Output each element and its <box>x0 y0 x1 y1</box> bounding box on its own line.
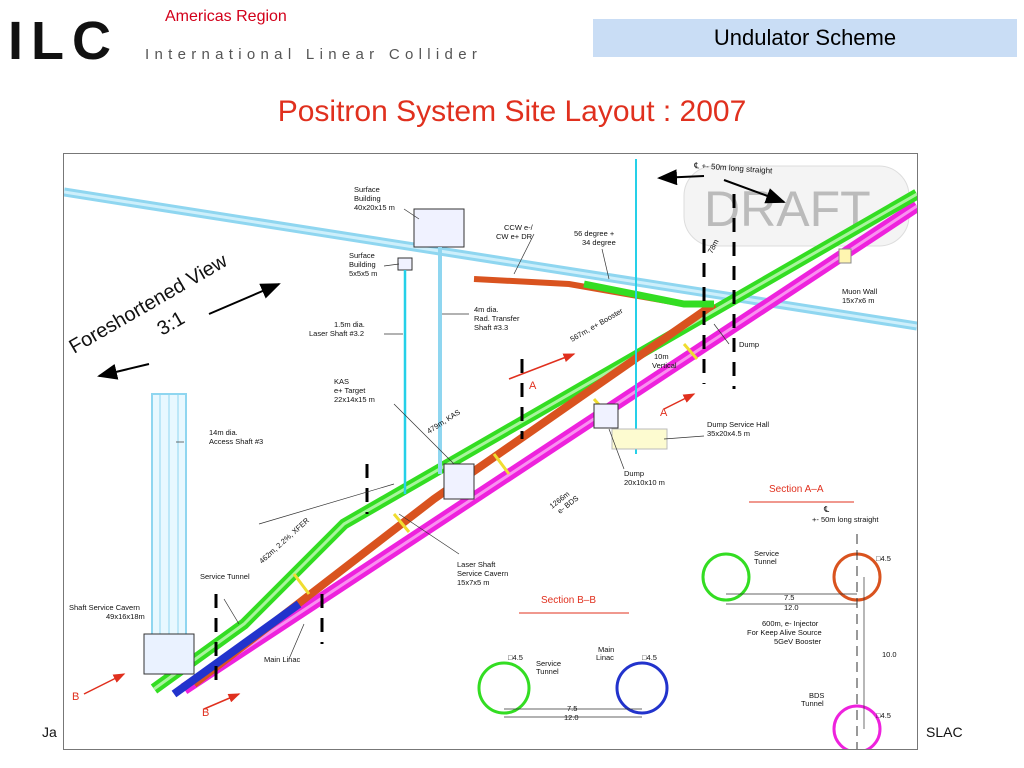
label-kas-2: e+ Target <box>334 386 366 395</box>
blue-main-linac <box>171 600 302 698</box>
aa-bds-1: BDS <box>809 691 824 700</box>
label-kas-3: 22x14x15 m <box>334 395 375 404</box>
layout-drawing: DRAFT <box>63 159 921 754</box>
bb-dim-1: 7.5 <box>567 704 577 713</box>
section-a-marker-2: A <box>660 407 668 419</box>
surface-building-small <box>397 257 413 494</box>
section-a-marker-1: A <box>529 380 537 392</box>
label-vert-2: Vertical <box>652 361 677 370</box>
label-booster: 567m, e+ Booster <box>569 306 625 344</box>
section-aa-title: Section A–A <box>769 484 824 495</box>
footer-right: SLAC <box>926 724 963 740</box>
site-layout-diagram: DRAFT <box>63 153 921 754</box>
bb-linac-2: Linac <box>596 653 614 662</box>
label-dump2-1: Dump <box>624 469 644 478</box>
label-muon-1: Muon Wall <box>842 287 877 296</box>
access-shaft-3 <box>143 393 195 675</box>
label-dump: Dump <box>739 340 759 349</box>
label-surface-small-2: Building <box>349 260 376 269</box>
label-dump-hall-1: Dump Service Hall <box>707 420 769 429</box>
aa-dim-2: 12.0 <box>784 603 799 612</box>
section-b-marker-1: B <box>72 691 79 703</box>
bb-service-1: Service <box>536 659 561 668</box>
label-service-tunnel: Service Tunnel <box>200 572 250 581</box>
section-bb-title: Section B–B <box>541 595 596 606</box>
label-ccw-2: CW e+ DR <box>496 232 533 241</box>
magenta-bds-tunnel <box>180 200 921 695</box>
aa-dim-1: 7.5 <box>784 593 794 602</box>
label-deg-2: 34 degree <box>582 238 616 247</box>
aa-service-1: Service <box>754 549 779 558</box>
label-surface-large-2: Building <box>354 194 381 203</box>
region-label: Americas Region <box>165 8 287 25</box>
label-surface-large-3: 40x20x15 m <box>354 203 395 212</box>
surface-building-large <box>413 208 465 474</box>
scale-ratio: 3:1 <box>154 307 189 340</box>
leader-lines <box>176 208 730 660</box>
label-laser-cavern-1: Laser Shaft <box>457 560 496 569</box>
bb-service-tunnel-circle <box>477 661 531 715</box>
section-title-box: Undulator Scheme <box>593 19 1017 57</box>
section-bb: Section B–B □4.5 Service Tunnel Main Lin… <box>477 595 669 722</box>
label-surface-small-1: Surface <box>349 251 375 260</box>
label-dump-hall-2: 35x20x4.5 m <box>707 429 750 438</box>
foreshortened-arrow-left <box>97 363 150 380</box>
section-title: Undulator Scheme <box>713 25 897 50</box>
label-laser-cavern-3: 15x7x5 m <box>457 578 490 587</box>
bb-service-2: Tunnel <box>536 667 559 676</box>
bb-dim-2: 12.0 <box>564 713 579 722</box>
aa-inj-1: 600m, e- Injector <box>762 619 819 628</box>
label-surface-small-3: 5x5x5 m <box>349 269 377 278</box>
label-access-1: 14m dia. <box>209 428 238 437</box>
muon-wall <box>838 248 852 264</box>
section-b-marker-2: B <box>202 707 209 719</box>
slide-title: Positron System Site Layout : 2007 <box>277 95 747 128</box>
bb-diam-2: □4.5 <box>642 653 657 662</box>
label-ccw-1: CCW e-/ <box>504 223 534 232</box>
ilc-logo: ILC <box>8 11 119 71</box>
aa-diam2: □4.5 <box>876 711 891 720</box>
bb-main-linac-circle <box>615 661 669 715</box>
aa-bds-2: Tunnel <box>801 699 824 708</box>
aa-inj-3: 5GeV Booster <box>774 637 822 646</box>
section-aa-straight: +- 50m long straight <box>812 515 879 524</box>
label-kas-1: KAS <box>334 377 349 386</box>
draft-watermark: DRAFT <box>704 181 871 237</box>
aa-service-tunnel-circle <box>701 552 751 602</box>
section-aa: Section A–A ℄ +- 50m long straight Servi… <box>701 484 897 754</box>
section-dashes <box>214 194 736 684</box>
bb-linac-1: Main <box>598 645 614 654</box>
bb-diam-1: □4.5 <box>508 653 523 662</box>
label-deg-1: 56 degree + <box>574 229 615 238</box>
aa-diam: □4.5 <box>876 554 891 563</box>
label-kas-length: 479m, KAS <box>425 407 462 435</box>
logo-subtitle: International Linear Collider <box>145 46 483 63</box>
foreshortened-arrow-right <box>208 283 281 315</box>
footer-left: Ja <box>42 724 57 740</box>
section-markers <box>83 353 696 710</box>
aa-service-2: Tunnel <box>754 557 777 566</box>
label-main-linac: Main Linac <box>264 655 301 664</box>
aa-vertical: 10.0 <box>882 650 897 659</box>
label-cavern-2: 49x16x18m <box>106 612 145 621</box>
dump-building <box>593 403 619 429</box>
label-rad-shaft-1: 4m dia. <box>474 305 499 314</box>
label-surface-large-1: Surface <box>354 185 380 194</box>
label-access-2: Access Shaft #3 <box>209 437 263 446</box>
label-vert-1: 10m <box>654 352 669 361</box>
aa-orange-tunnel-circle <box>832 552 882 602</box>
section-aa-cl: ℄ <box>823 505 830 514</box>
aa-inj-2: For Keep Alive Source <box>747 628 822 637</box>
label-dump2-2: 20x10x10 m <box>624 478 665 487</box>
label-muon-2: 15x7x6 m <box>842 296 875 305</box>
label-rad-shaft-3: Shaft #3.3 <box>474 323 508 332</box>
label-laser-cavern-2: Service Cavern <box>457 569 508 578</box>
foreshortened-view-label: Foreshortened View <box>66 250 232 359</box>
label-laser-shaft-2: Laser Shaft #3.2 <box>309 329 364 338</box>
label-rad-shaft-2: Rad. Transfer <box>474 314 520 323</box>
label-cavern-1: Shaft Service Cavern <box>69 603 140 612</box>
kas-building <box>443 463 475 500</box>
label-laser-shaft-1: 1.5m dia. <box>334 320 365 329</box>
dump-service-hall <box>611 428 668 450</box>
